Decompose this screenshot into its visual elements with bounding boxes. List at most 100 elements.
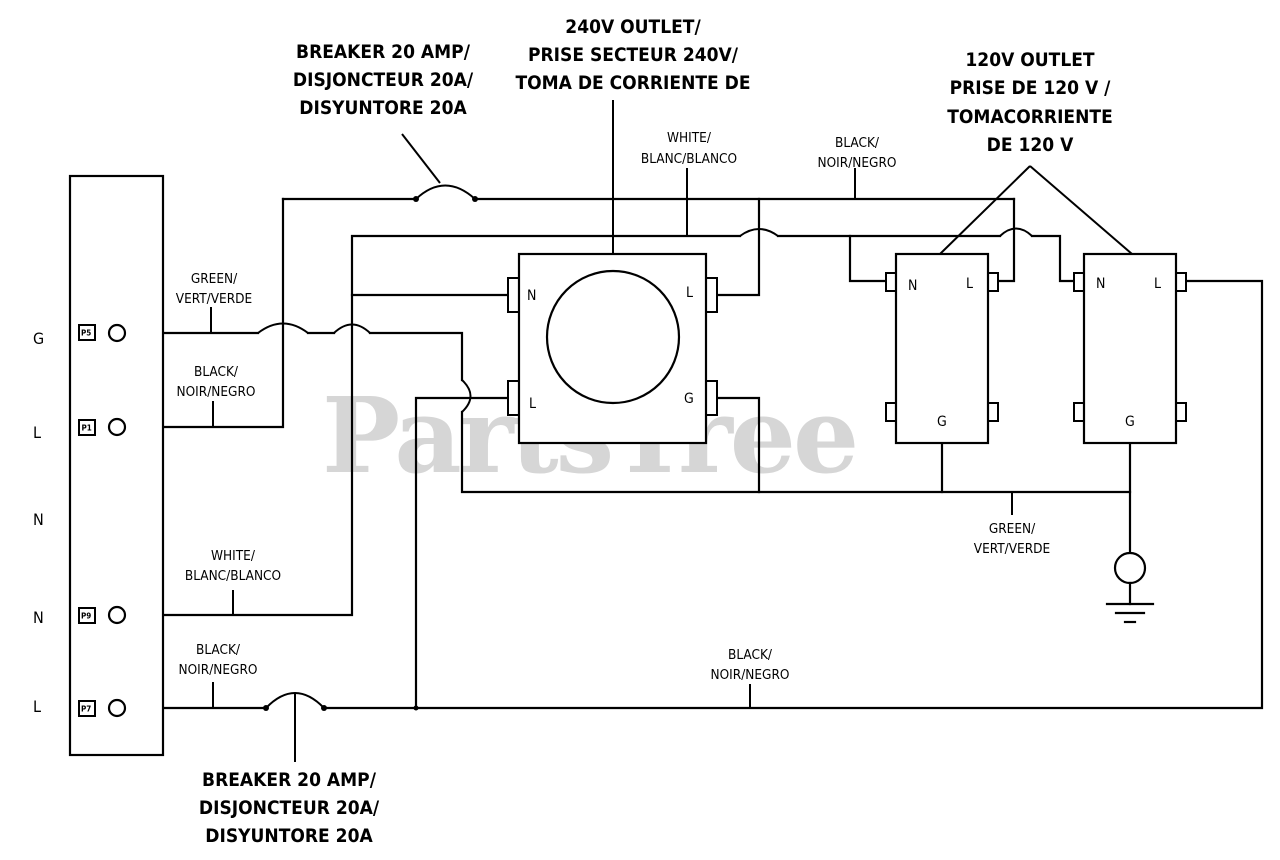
wire-label-green-right: GREEN/ VERT/VERDE xyxy=(974,521,1050,557)
label-120v-line-3: TOMACORRIENTE xyxy=(947,106,1113,128)
outlet-240-terminal-g: G xyxy=(684,391,694,407)
pin-p5: P5 xyxy=(78,323,127,343)
wire-p5-green-3 xyxy=(368,331,464,382)
wire-label-green-right-1: GREEN/ xyxy=(989,521,1036,537)
outlet-120a-body xyxy=(894,252,990,445)
wire-p9-white xyxy=(125,234,742,617)
pin-p1: P1 xyxy=(78,417,127,437)
outlet-120b-tab-br xyxy=(1175,402,1187,422)
pin-p9-terminal xyxy=(107,605,127,625)
breaker-top-contact-right xyxy=(472,196,478,202)
outlet-120b-body xyxy=(1082,252,1178,445)
wire-label-black-bottom-1: BLACK/ xyxy=(728,647,773,663)
wire-label-black-left-1: BLACK/ xyxy=(194,364,239,380)
wire-white-neutral-end xyxy=(1030,234,1077,283)
label-bottom-breaker: BREAKER 20 AMP/ DISJONCTEUR 20A/ DISYUNT… xyxy=(199,769,380,847)
outlet-120a-terminal-n: N xyxy=(908,278,917,294)
label-240v-line-2: PRISE SECTEUR 240V/ xyxy=(528,44,739,66)
pin-p1-terminal xyxy=(107,417,127,437)
outlet-120b-terminal-l: L xyxy=(1154,276,1161,292)
outlet-120b-tab-bl xyxy=(1073,402,1085,422)
pin-p9-label: P9 xyxy=(81,612,91,621)
pin-p5-box xyxy=(78,324,96,341)
pin-p9: P9 xyxy=(78,605,127,625)
pin-p5-label: P5 xyxy=(81,329,91,338)
generator-panel xyxy=(68,174,165,757)
wire-label-green-left: GREEN/ VERT/VERDE xyxy=(176,271,252,307)
breaker-bottom-arc xyxy=(265,692,325,709)
wire-label-white-left: WHITE/ BLANC/BLANCO xyxy=(185,548,281,584)
label-bottom-breaker-line-3: DISYUNTORE 20A xyxy=(205,825,373,847)
label-top-breaker-line-3: DISYUNTORE 20A xyxy=(299,97,467,119)
wire-240-l-bottom xyxy=(414,396,510,710)
label-top-breaker: BREAKER 20 AMP/ DISJONCTEUR 20A/ DISYUNT… xyxy=(293,41,474,119)
side-label-n-upper: N xyxy=(33,510,44,529)
outlet-120b-terminal-g: G xyxy=(1125,414,1135,430)
leader-lines xyxy=(210,100,1133,762)
outlet-120b-tab-l xyxy=(1175,272,1187,292)
outlet-240-tab-n xyxy=(507,277,520,313)
outlet-120v-b: N L G xyxy=(1073,252,1187,445)
label-bottom-breaker-line-1: BREAKER 20 AMP/ xyxy=(202,769,377,791)
wire-label-green-right-2: VERT/VERDE xyxy=(974,541,1050,557)
wire-p1-black xyxy=(125,197,285,429)
crossover-green-1 xyxy=(257,322,309,334)
wire-ground-bus xyxy=(460,410,1132,494)
junction-dot xyxy=(413,705,419,711)
wire-120a-l xyxy=(996,197,1016,283)
outlet-120v-a: N L G xyxy=(885,252,999,445)
wire-label-black-top-1: BLACK/ xyxy=(835,135,880,151)
outlet-240-tab-l xyxy=(507,380,520,416)
outlet-120a-tab-bl xyxy=(885,402,897,422)
outlet-120a-terminal-l: L xyxy=(966,276,973,292)
wire-120a-n xyxy=(848,234,888,283)
label-120v-outlet: 120V OUTLET PRISE DE 120 V / TOMACORRIEN… xyxy=(947,49,1113,156)
pin-p9-box xyxy=(78,607,96,624)
wire-label-black-top-2: NOIR/NEGRO xyxy=(818,155,897,171)
outlet-240-terminal-l-bottom: L xyxy=(529,396,536,412)
outlet-120a-tab-l xyxy=(987,272,999,292)
wire-label-black-bottom-left-2: NOIR/NEGRO xyxy=(179,662,258,678)
wire-label-white-top: WHITE/ BLANC/BLANCO xyxy=(641,130,737,167)
wire-label-black-bottom-left: BLACK/ NOIR/NEGRO xyxy=(179,642,258,678)
wire-label-white-left-2: BLANC/BLANCO xyxy=(185,568,281,584)
label-240v-line-3: TOMA DE CORRIENTE DE xyxy=(515,72,750,94)
label-120v-line-2: PRISE DE 120 V / xyxy=(950,77,1112,99)
leader-120v-b xyxy=(1029,165,1133,255)
outlet-120a-terminal-g: G xyxy=(937,414,947,430)
outlet-240-tab-g xyxy=(705,380,718,416)
wire-label-white-top-1: WHITE/ xyxy=(667,130,712,146)
breaker-top-arc xyxy=(415,184,476,200)
label-top-breaker-line-1: BREAKER 20 AMP/ xyxy=(296,41,471,63)
breaker-bottom-contact-left xyxy=(263,705,269,711)
pin-p5-terminal xyxy=(107,323,127,343)
label-240v-outlet: 240V OUTLET/ PRISE SECTEUR 240V/ TOMA DE… xyxy=(515,16,750,94)
outlet-240-receptacle xyxy=(545,269,681,405)
side-label-l-upper: L xyxy=(33,423,41,442)
ground-symbol xyxy=(1105,551,1155,624)
crossover-green-3 xyxy=(461,379,472,413)
pin-p7-terminal xyxy=(107,698,127,718)
pin-p7-label: P7 xyxy=(81,705,91,714)
outlet-240-terminal-l-top: L xyxy=(686,285,693,301)
side-label-g: G xyxy=(33,329,44,348)
outlet-240-tab-l-top xyxy=(705,277,718,313)
leader-top-breaker xyxy=(401,133,441,184)
wire-label-green-left-2: VERT/VERDE xyxy=(176,291,252,307)
wire-label-black-top: BLACK/ NOIR/NEGRO xyxy=(818,135,897,171)
crossover-white-2 xyxy=(999,227,1033,237)
outlet-240v: N L L G xyxy=(507,252,718,445)
pin-p7-box xyxy=(78,700,96,717)
wire-240-l-top xyxy=(715,197,761,297)
wire-label-black-bottom-left-1: BLACK/ xyxy=(196,642,241,658)
breaker-top-contact-left xyxy=(413,196,419,202)
pin-p7: P7 xyxy=(78,698,127,718)
wire-label-black-bottom-2: NOIR/NEGRO xyxy=(711,667,790,683)
wires xyxy=(125,184,1264,711)
side-label-l-lower: L xyxy=(33,697,41,716)
label-bottom-breaker-line-2: DISJONCTEUR 20A/ xyxy=(199,797,380,819)
wire-label-black-bottom: BLACK/ NOIR/NEGRO xyxy=(711,647,790,683)
crossover-green-2 xyxy=(333,323,371,334)
outlet-120b-terminal-n: N xyxy=(1096,276,1105,292)
wire-label-white-top-2: BLANC/BLANCO xyxy=(641,151,737,167)
